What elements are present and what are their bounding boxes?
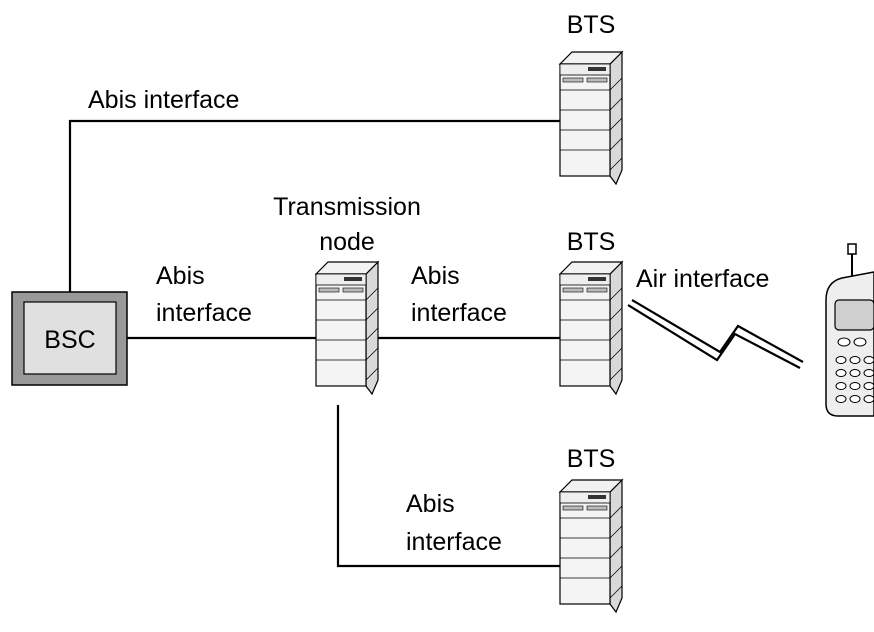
bsc-label: BSC bbox=[44, 326, 95, 354]
bts-cabinet-icon bbox=[559, 51, 623, 185]
bts-top: BTS bbox=[559, 11, 623, 185]
air-interface-label: Air interface bbox=[636, 265, 769, 293]
bts-cabinet-icon bbox=[559, 479, 623, 613]
bts-mid: BTS bbox=[559, 228, 623, 395]
abis-label-node-bts-bottom-line1: Abis bbox=[406, 490, 455, 518]
transmission-node: Transmission node bbox=[273, 193, 421, 395]
bsc-node: BSC bbox=[11, 291, 128, 386]
bts-cabinet-icon bbox=[559, 261, 623, 395]
abis-label-node-bts-line1: Abis bbox=[411, 262, 460, 290]
abis-label-bsc-node-line2: interface bbox=[156, 299, 252, 327]
transmission-node-label-line1: Transmission bbox=[273, 193, 421, 221]
bts-top-label: BTS bbox=[567, 11, 616, 39]
link-bsc-bts-top bbox=[68, 119, 560, 292]
mobile-phone-icon bbox=[825, 243, 874, 417]
link-node-bts-bottom bbox=[336, 405, 560, 568]
abis-interface-label-top: Abis interface bbox=[88, 86, 239, 114]
bts-mid-label: BTS bbox=[567, 228, 616, 256]
air-interface-bolt-shadow bbox=[627, 304, 801, 369]
abis-label-node-bts-bottom-line2: interface bbox=[406, 528, 502, 556]
air-interface-bolt bbox=[631, 299, 804, 363]
bts-bottom-label: BTS bbox=[567, 445, 616, 473]
abis-label-bsc-node-line1: Abis bbox=[156, 262, 205, 290]
transmission-node-cabinet-icon bbox=[315, 261, 379, 395]
abis-label-node-bts-line2: interface bbox=[411, 299, 507, 327]
transmission-node-label-line2: node bbox=[319, 228, 375, 256]
bts-bottom: BTS bbox=[559, 445, 623, 613]
